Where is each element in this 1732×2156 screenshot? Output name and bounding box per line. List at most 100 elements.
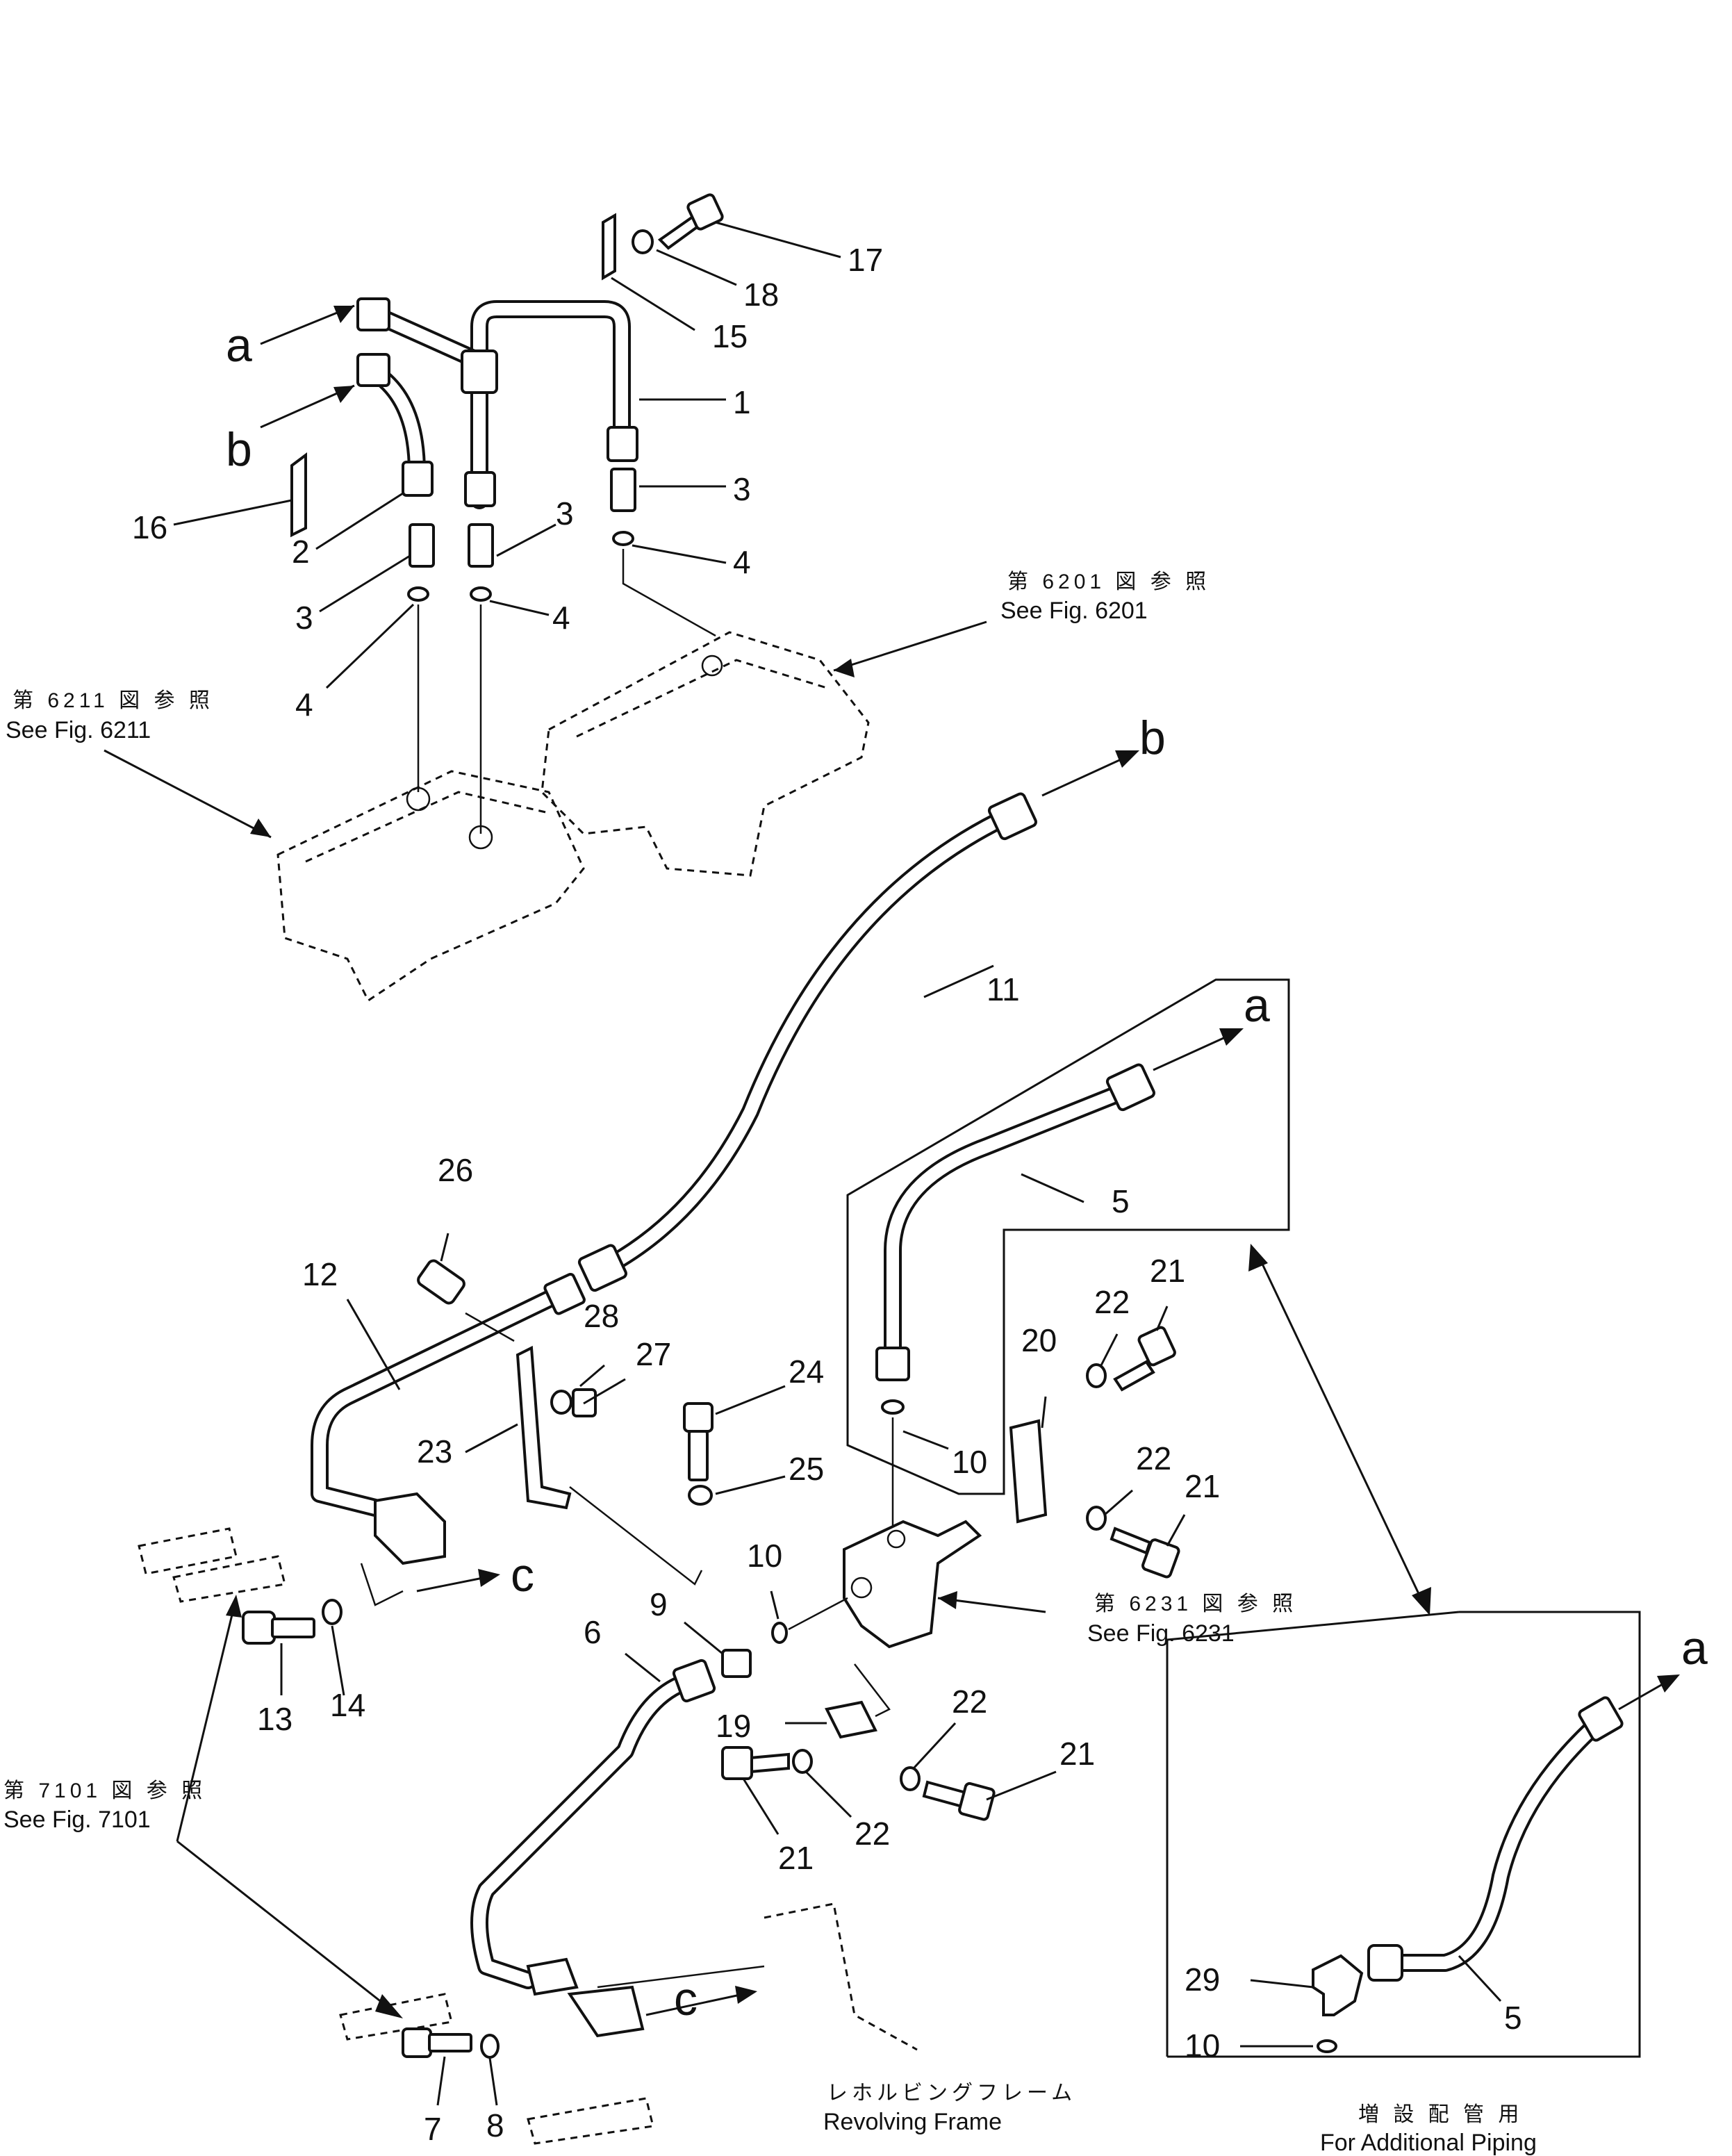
callout-7: 7	[424, 2111, 442, 2147]
bolt-24-washer-25	[683, 1402, 714, 1506]
elbow-fitting-a	[356, 297, 390, 331]
callout-23: 23	[417, 1433, 452, 1470]
leader-lines	[104, 221, 1680, 2106]
figure-references: 第 6201 図 参 照 See Fig. 6201 第 6211 図 参 照 …	[3, 570, 1537, 2156]
ref-7101-jp: 第 7101 図 参 照	[3, 1779, 206, 1802]
callout-26: 26	[438, 1152, 473, 1188]
ref-6211-en: See Fig. 6211	[6, 717, 151, 743]
callout-18: 18	[743, 277, 779, 313]
callout-21c: 21	[1059, 1736, 1095, 1772]
ref-revolving-en: Revolving Frame	[823, 2109, 1002, 2135]
oring-10-upper	[881, 1399, 905, 1415]
pipe-12	[138, 1272, 586, 1606]
additional-piping-box	[1166, 1611, 1641, 2058]
callout-24: 24	[789, 1353, 824, 1390]
marker-b-right: b	[1139, 711, 1166, 764]
bracket-parts-23-28	[417, 1259, 703, 1586]
ref-6201-jp: 第 6201 図 参 照	[1007, 570, 1210, 593]
marker-c-bottom: c	[674, 1973, 698, 2025]
callout-2: 2	[292, 534, 310, 570]
marker-a-lower: a	[1681, 1622, 1708, 1674]
callout-5b: 5	[1504, 2000, 1522, 2036]
bracket-parts-20-22	[1009, 1326, 1180, 1579]
callout-4a: 4	[295, 686, 313, 723]
plug-26	[417, 1259, 465, 1305]
marker-c-right: c	[511, 1549, 534, 1602]
bracket-19	[825, 1700, 877, 1739]
bolt-21-upper	[1137, 1326, 1176, 1367]
block-fitting-6	[526, 1957, 579, 1996]
ref-6231-en: See Fig. 6231	[1087, 1620, 1235, 1647]
control-valve-6211	[277, 770, 585, 1003]
pipe-6-lower-group	[339, 1597, 996, 2145]
ref-7101-en: See Fig. 7101	[3, 1807, 151, 1833]
callout-numbers: 17 18 15 1 3 4 16 2 3 3 4 4 11 5 26 12 2…	[132, 242, 1522, 2147]
callout-20: 20	[1021, 1322, 1057, 1358]
ref-additional-en: For Additional Piping	[1320, 2130, 1537, 2156]
callout-21a: 21	[1150, 1253, 1185, 1289]
bracket-23	[516, 1345, 572, 1510]
callout-3b: 3	[556, 495, 574, 532]
bolt-21-mid	[1141, 1538, 1180, 1579]
callout-10b: 10	[952, 1444, 987, 1480]
bracket-20	[1009, 1419, 1048, 1524]
callout-29: 29	[1185, 1961, 1220, 1998]
ref-additional-jp: 増 設 配 管 用	[1358, 2103, 1523, 2126]
callout-22d: 22	[855, 1816, 890, 1852]
bolt-21-lower-left	[721, 1746, 753, 1780]
adapter-3-left	[409, 523, 435, 568]
clamp-16	[290, 452, 307, 538]
callout-28: 28	[584, 1298, 619, 1334]
callout-22a: 22	[1094, 1284, 1130, 1320]
callout-12: 12	[302, 1256, 338, 1292]
block-fitting-12	[374, 1492, 446, 1565]
elbow-29	[1312, 1954, 1364, 2016]
callout-3c: 3	[733, 471, 751, 507]
callout-17: 17	[848, 242, 883, 278]
callout-16: 16	[132, 509, 167, 545]
bolt-21-lower-right	[958, 1781, 996, 1821]
washer-28	[550, 1390, 572, 1415]
callout-8: 8	[486, 2107, 504, 2143]
marker-a-left: a	[226, 319, 252, 372]
letter-markers: a b b a a c c	[226, 319, 1708, 2025]
callout-4c: 4	[733, 544, 751, 580]
marker-b-left: b	[226, 423, 252, 476]
callout-13: 13	[257, 1701, 292, 1737]
callout-11: 11	[987, 971, 1020, 1007]
callout-21b: 21	[1185, 1468, 1220, 1504]
callout-21d: 21	[778, 1840, 814, 1876]
callout-9: 9	[650, 1586, 668, 1622]
oring-10-lower	[771, 1622, 788, 1644]
callout-15: 15	[712, 318, 748, 354]
hose-11	[577, 792, 1037, 1292]
adapter-3-mid	[468, 523, 494, 568]
washer-18	[632, 229, 654, 254]
callout-6: 6	[584, 1614, 602, 1650]
adapter-3-right	[610, 468, 636, 512]
control-valve-6201	[541, 631, 870, 877]
bolt-13-washer-14	[242, 1599, 343, 1645]
ref-revolving-jp: レホルビングフレーム	[827, 2082, 1076, 2105]
elbow-fitting-b	[356, 353, 390, 387]
valve-6231	[843, 1520, 982, 1649]
callout-19: 19	[716, 1708, 751, 1744]
callout-4b: 4	[552, 600, 570, 636]
callout-27: 27	[636, 1336, 671, 1372]
callout-22c: 22	[952, 1684, 987, 1720]
upper-pipe-assembly	[290, 193, 724, 834]
ref-6231-jp: 第 6231 図 参 照	[1094, 1593, 1297, 1615]
callout-10a: 10	[747, 1538, 782, 1574]
callout-14: 14	[330, 1687, 365, 1723]
callout-1: 1	[733, 384, 751, 420]
callout-22b: 22	[1136, 1440, 1171, 1476]
ref-6201-en: See Fig. 6201	[1000, 598, 1148, 624]
bolt-17	[686, 193, 724, 231]
ref-6211-jp: 第 6211 図 参 照	[13, 689, 214, 712]
marker-a-upper: a	[1244, 979, 1270, 1032]
callout-10c: 10	[1185, 2027, 1220, 2064]
adapter-9	[721, 1649, 752, 1678]
callout-25: 25	[789, 1451, 824, 1487]
hose-5-upper-group	[846, 978, 1290, 1529]
callout-3a: 3	[295, 600, 313, 636]
